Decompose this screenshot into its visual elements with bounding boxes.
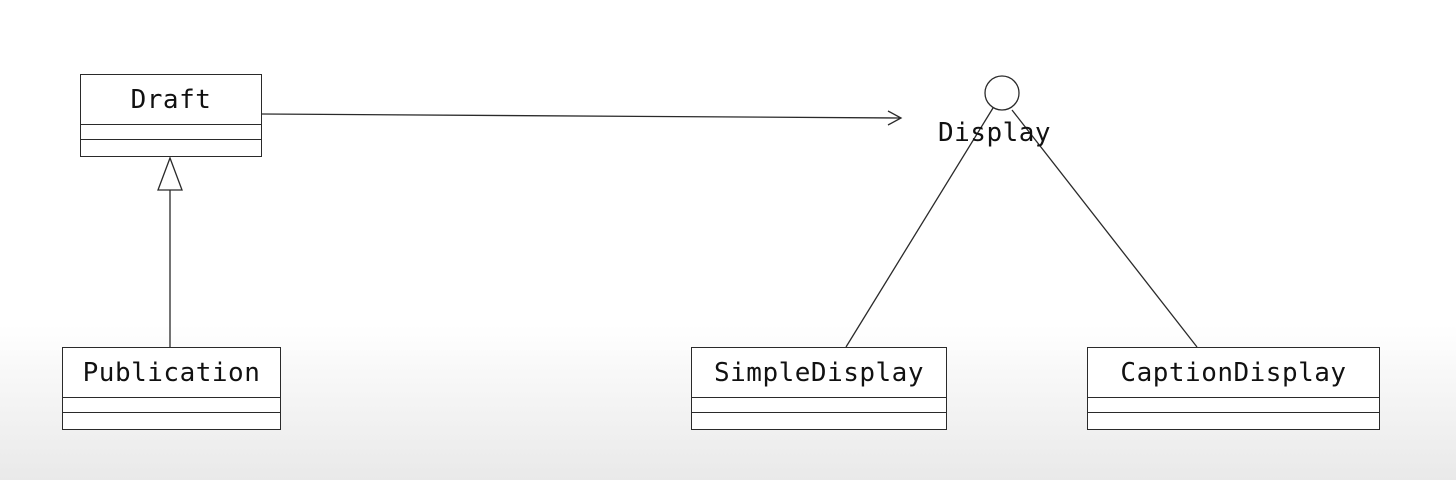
class-box-publication[interactable]: Publication	[62, 347, 281, 430]
operations-compartment	[63, 413, 280, 429]
operations-compartment	[1088, 413, 1379, 429]
operations-compartment	[81, 140, 261, 156]
class-box-caption-display[interactable]: CaptionDisplay	[1087, 347, 1380, 430]
realization-line-simple-display	[845, 107, 994, 348]
operations-compartment	[692, 413, 946, 429]
class-name-simple-display: SimpleDisplay	[692, 348, 946, 398]
realization-line-caption-display	[1011, 109, 1198, 348]
dependency-arrowhead	[887, 110, 903, 126]
attributes-compartment	[63, 398, 280, 413]
attributes-compartment	[692, 398, 946, 413]
class-box-simple-display[interactable]: SimpleDisplay	[691, 347, 947, 430]
class-box-draft[interactable]: Draft	[80, 74, 262, 157]
attributes-compartment	[81, 125, 261, 140]
interface-circle-icon	[984, 75, 1020, 111]
attributes-compartment	[1088, 398, 1379, 413]
interface-label-display: Display	[938, 118, 1052, 148]
class-name-caption-display: CaptionDisplay	[1088, 348, 1379, 398]
class-name-draft: Draft	[81, 75, 261, 125]
generalization-arrowhead	[157, 156, 183, 191]
class-name-publication: Publication	[63, 348, 280, 398]
dependency-line	[261, 113, 901, 119]
